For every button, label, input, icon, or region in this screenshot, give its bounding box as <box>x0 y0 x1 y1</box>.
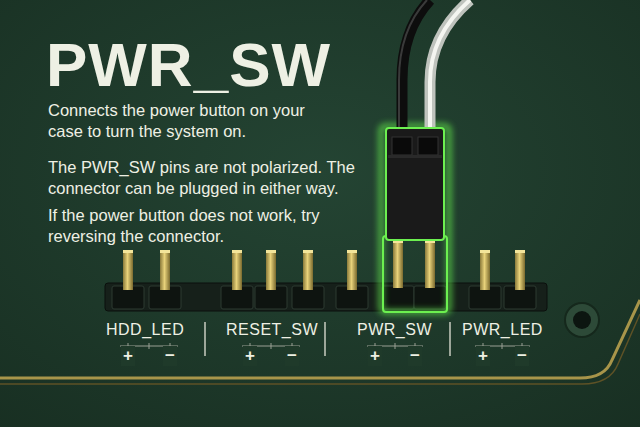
pin-tip <box>480 250 490 253</box>
header-base <box>414 286 446 309</box>
header-pin <box>266 250 276 290</box>
header-pin <box>480 250 490 290</box>
description: Connects the power button on your case t… <box>48 100 338 142</box>
header-pin <box>160 250 170 290</box>
polarity-sign: − <box>163 346 177 366</box>
polarity-sign: + <box>368 346 382 366</box>
pin-tip <box>515 250 525 253</box>
pin-tip <box>160 250 170 253</box>
polarity-sign: + <box>121 346 135 366</box>
header-pin <box>303 250 313 290</box>
header-pin <box>347 250 357 290</box>
pin-tip <box>347 250 357 253</box>
polarity-sign: − <box>408 346 422 366</box>
polarity-sign: − <box>515 346 529 366</box>
pin-tip <box>232 250 242 253</box>
pin-tip <box>123 250 133 253</box>
pin-tip <box>303 250 313 253</box>
polarity-sign: + <box>243 346 257 366</box>
title: PWR_SW <box>46 34 331 96</box>
description: If the power button does not work, try r… <box>48 205 348 247</box>
header-name: PWR_LED <box>462 321 543 339</box>
header-pin <box>425 240 435 288</box>
pin-tip <box>266 250 276 253</box>
header-name: RESET_SW <box>226 321 318 339</box>
header-pin <box>515 250 525 290</box>
header-name: HDD_LED <box>106 321 184 339</box>
header-pin <box>232 250 242 290</box>
description: The PWR_SW pins are not polarized. The c… <box>48 157 398 199</box>
header-base <box>382 286 414 309</box>
polarity-sign: − <box>285 346 299 366</box>
header-pin <box>393 240 403 288</box>
header-pin <box>123 250 133 290</box>
header-name: PWR_SW <box>357 321 432 339</box>
polarity-sign: + <box>476 346 490 366</box>
